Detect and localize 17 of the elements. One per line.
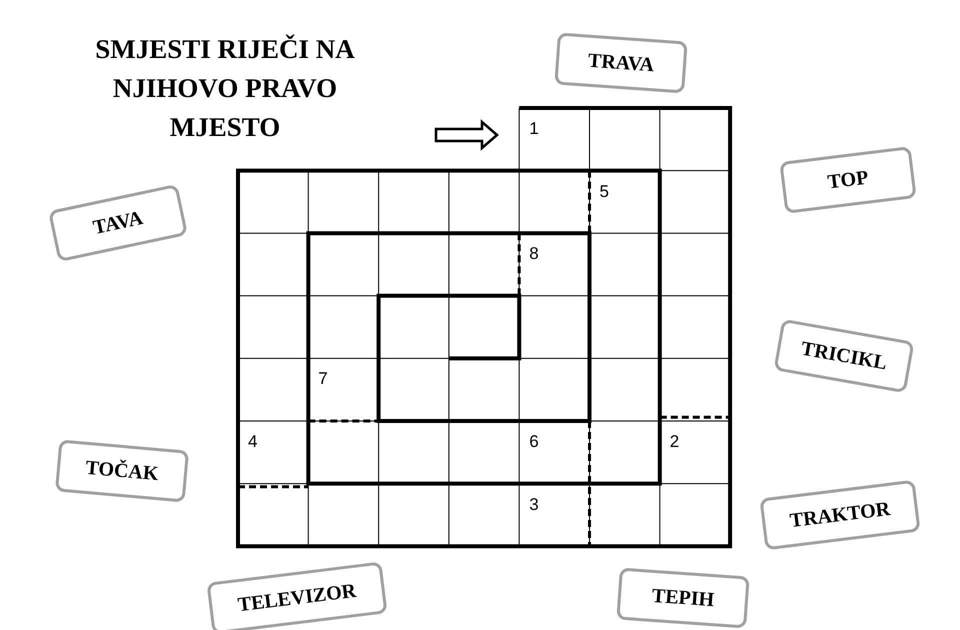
word-card: TELEVIZOR: [206, 561, 388, 630]
clue-number: 3: [529, 496, 539, 513]
word-card: TRICIKL: [774, 318, 914, 394]
clue-number: 8: [529, 245, 539, 262]
word-card: TOČAK: [54, 439, 190, 503]
clue-number: 1: [529, 120, 539, 137]
word-card: TOP: [779, 146, 917, 214]
word-card: TRAKTOR: [759, 480, 921, 550]
clue-number: 6: [529, 433, 539, 450]
clue-number: 2: [670, 433, 680, 450]
clue-number: 4: [248, 433, 258, 450]
word-card: TAVA: [48, 184, 188, 262]
word-card: TRAVA: [554, 32, 688, 94]
title: SMJESTI RIJEČI NA NJIHOVO PRAVO MJESTO: [94, 33, 356, 144]
clue-number: 5: [600, 182, 609, 200]
word-card: TEPIH: [616, 568, 750, 628]
clue-number: 7: [318, 370, 328, 388]
